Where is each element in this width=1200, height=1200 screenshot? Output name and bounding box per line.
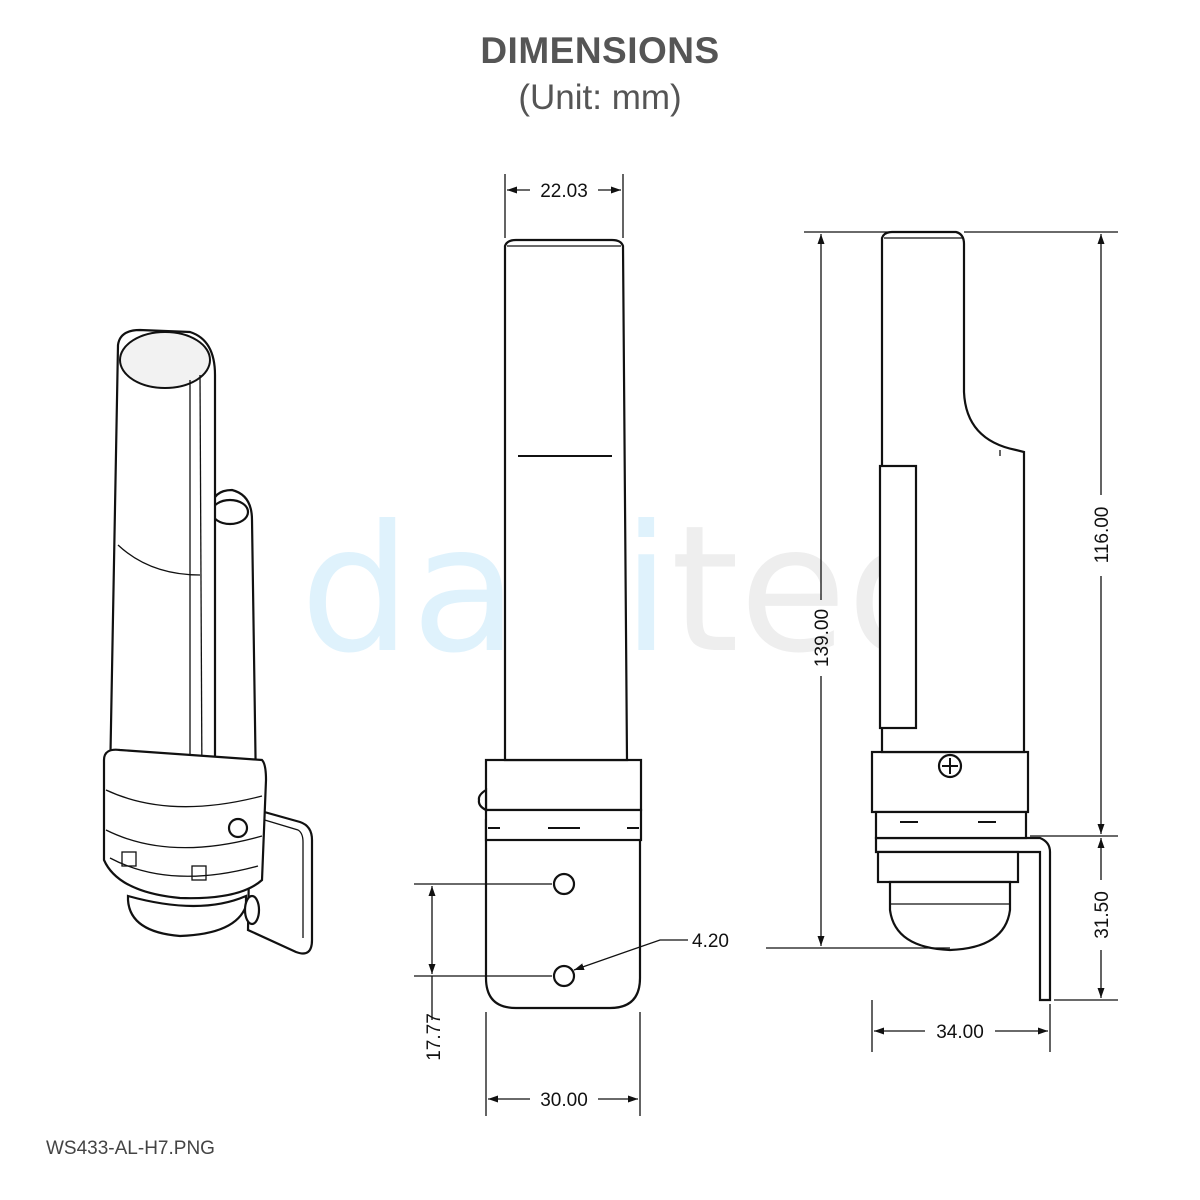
diagram-title: DIMENSIONS bbox=[480, 30, 720, 71]
dim-top-width: 22.03 bbox=[540, 181, 588, 202]
dim-hole-spacing: 17.77 bbox=[424, 1013, 445, 1061]
dim-bracket-height: 31.50 bbox=[1092, 891, 1113, 939]
isometric-view bbox=[102, 328, 314, 955]
dimension-labels: 22.03 30.00 17.77 4.20 139.00 116.00 31.… bbox=[424, 181, 1113, 1111]
dim-hole-diameter: 4.20 bbox=[692, 931, 729, 952]
dim-total-height: 139.00 bbox=[812, 609, 833, 667]
dim-body-height: 116.00 bbox=[1092, 507, 1113, 564]
file-name-label: WS433-AL-H7.PNG bbox=[46, 1138, 215, 1159]
dimension-lines bbox=[414, 174, 1118, 1116]
watermark-logo: daviteq bbox=[300, 489, 958, 692]
diagram-subtitle: (Unit: mm) bbox=[518, 78, 682, 117]
side-view bbox=[870, 230, 1052, 1002]
dim-base-width: 30.00 bbox=[540, 1090, 588, 1111]
dim-depth: 34.00 bbox=[936, 1022, 984, 1043]
